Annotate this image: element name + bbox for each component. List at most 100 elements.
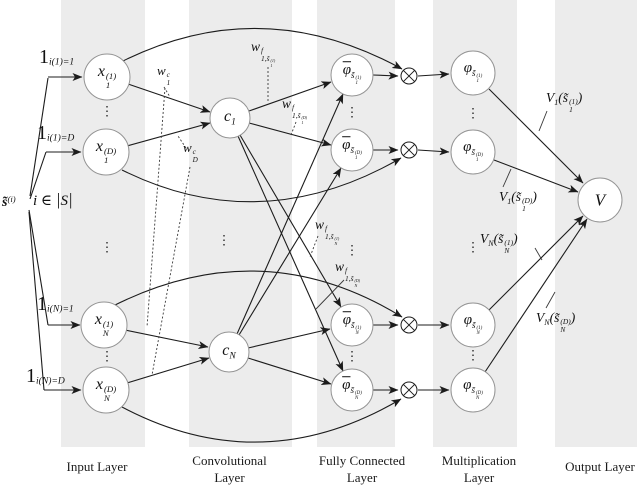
ellipsis-p-groupN: ⋮ bbox=[466, 347, 480, 363]
label-node-xND: x(D)N bbox=[95, 375, 117, 403]
multiply-nodes bbox=[400, 67, 418, 399]
band-convolutional-layer bbox=[189, 0, 292, 447]
arrow-pN1-V bbox=[488, 215, 584, 311]
arrow-cN-fbN1 bbox=[247, 327, 331, 349]
arrow-xND-cN bbox=[126, 356, 210, 384]
label-node-fbND: φs̃(D)N bbox=[342, 377, 362, 402]
arrow-cN-fb11 bbox=[236, 93, 344, 335]
edge-source-xN1 bbox=[28, 209, 49, 326]
node-pND bbox=[450, 367, 496, 413]
label-node-x1D: x(D)1 bbox=[95, 137, 117, 165]
arc-xND-mND bbox=[121, 398, 402, 443]
arc-xN1-mN1 bbox=[112, 270, 403, 318]
label-gate-1D: 1i(1)=D bbox=[37, 122, 75, 144]
arrow-pND-V bbox=[484, 218, 588, 373]
node-x11 bbox=[83, 53, 131, 101]
ellipsis-fb-group1: ⋮ bbox=[345, 104, 359, 120]
label-node-p1D: φs̃(D)1 bbox=[463, 139, 483, 164]
arrow-x1D-c1 bbox=[126, 121, 211, 147]
label-v1D: V1(s̃(D)1) bbox=[499, 189, 537, 214]
arrow-p11-V bbox=[488, 88, 584, 184]
ellipsis-p-group1: ⋮ bbox=[466, 105, 480, 121]
label-set-membership: i ∈ |S| bbox=[33, 190, 73, 209]
layer-label-fully-connected: Fully Connected Layer bbox=[318, 453, 406, 485]
tick-wcD bbox=[177, 135, 187, 149]
tick-wfND bbox=[315, 279, 345, 310]
ellipsis-fb-between: ⋮ bbox=[345, 242, 359, 258]
label-gate-N1: 1i(N)=1 bbox=[37, 293, 74, 315]
label-node-fb11: φs̃(1)1 bbox=[342, 62, 362, 87]
label-node-fbN1: φs̃(1)N bbox=[342, 312, 362, 337]
layer-label-input: Input Layer bbox=[66, 459, 128, 474]
node-p11 bbox=[450, 50, 496, 96]
annotation-lines bbox=[146, 67, 556, 376]
arrow-m1D-p1D bbox=[417, 147, 450, 156]
ellipsis-x-groupN: ⋮ bbox=[100, 348, 114, 364]
label-node-xN1: x(1)N bbox=[94, 310, 114, 338]
edge-source-xND bbox=[28, 211, 45, 391]
node-fb1D bbox=[330, 128, 374, 172]
multiply-node-mN1 bbox=[400, 316, 418, 334]
label-node-V: V bbox=[594, 190, 606, 210]
label-source-vector: s̃(i) bbox=[2, 194, 16, 210]
node-fb11 bbox=[330, 53, 374, 97]
node-cN bbox=[208, 331, 250, 373]
edge-source-x1D bbox=[29, 151, 47, 200]
nodes bbox=[80, 50, 623, 414]
arrow-xN1-cN bbox=[124, 329, 209, 350]
multiply-node-mND bbox=[400, 381, 418, 399]
node-V bbox=[577, 177, 623, 223]
edges bbox=[28, 27, 588, 443]
ellipsis-c-column: ⋮ bbox=[217, 232, 231, 248]
arrow-cN-fb1D bbox=[238, 167, 342, 336]
arrow-x11-c1 bbox=[127, 83, 211, 113]
label-node-x11: x(1)1 bbox=[97, 62, 117, 90]
label-node-cN: cN bbox=[222, 341, 236, 362]
arrow-c1-fb1D bbox=[248, 122, 332, 147]
multiply-node-m11 bbox=[400, 67, 418, 85]
arrow-c1-fb11 bbox=[248, 81, 332, 112]
tick-vND bbox=[545, 291, 556, 309]
tie-wcD-shared bbox=[151, 166, 191, 376]
label-node-fb1D: φs̃(D)1 bbox=[342, 137, 362, 162]
arc-x11-m11 bbox=[122, 27, 403, 70]
node-xND bbox=[82, 366, 130, 414]
node-fbND bbox=[330, 368, 374, 412]
label-gate-ND: 1i(N)=D bbox=[26, 365, 65, 387]
arrow-m11-p11 bbox=[417, 70, 450, 79]
arrow-cN-fbND bbox=[247, 357, 332, 385]
tie-wc1-shared bbox=[146, 87, 166, 328]
band-output-layer bbox=[555, 0, 637, 447]
label-node-p11: φs̃(1)1 bbox=[463, 60, 483, 85]
layer-label-output: Output Layer bbox=[565, 459, 635, 474]
node-xN1 bbox=[80, 301, 128, 349]
ellipsis-p-between: ⋮ bbox=[466, 239, 480, 255]
label-node-c1: c1 bbox=[224, 107, 236, 128]
arrow-c1-fbND bbox=[237, 135, 344, 372]
tick-vN1 bbox=[534, 247, 543, 261]
multiply-node-m1D bbox=[400, 141, 418, 159]
node-pN1 bbox=[450, 302, 496, 348]
node-p1D bbox=[450, 129, 496, 175]
label-vND: VN(s̃(D)N) bbox=[536, 310, 576, 335]
layer-label-convolutional: Convolutional Layer bbox=[192, 453, 267, 485]
label-v11: V1(s̃(1)1) bbox=[546, 90, 583, 115]
tick-v11 bbox=[538, 110, 548, 132]
ellipsis-x-group1: ⋮ bbox=[100, 103, 114, 119]
node-c1 bbox=[209, 97, 251, 139]
tick-wc1 bbox=[163, 86, 171, 98]
ellipsis-fb-groupN: ⋮ bbox=[345, 348, 359, 364]
ellipsis-x-between: ⋮ bbox=[100, 239, 114, 255]
node-x1D bbox=[82, 128, 130, 176]
label-gate-11: 1i(1)=1 bbox=[39, 46, 75, 68]
arrow-fb11-m11 bbox=[372, 71, 399, 80]
arrow-p1D-V bbox=[493, 159, 579, 193]
tick-v1D bbox=[502, 168, 512, 188]
